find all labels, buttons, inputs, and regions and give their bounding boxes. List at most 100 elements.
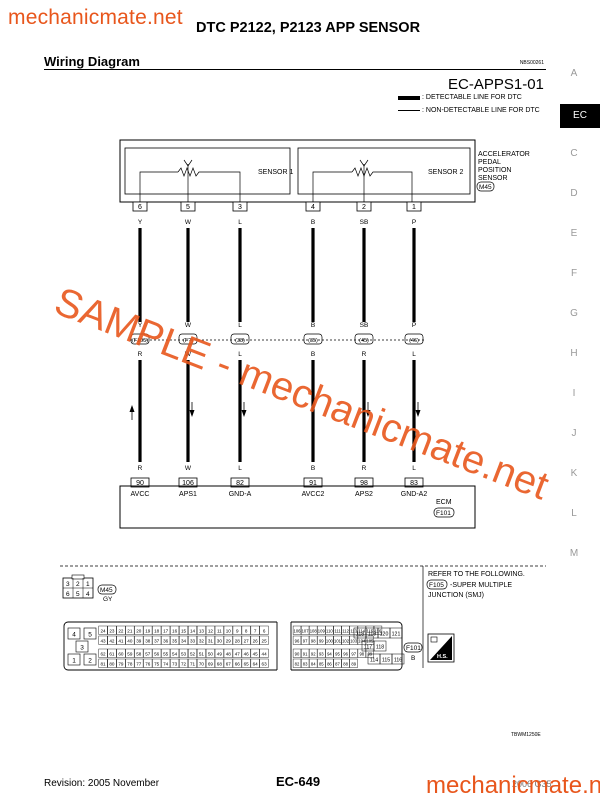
ecm-pin: 82 bbox=[295, 662, 300, 667]
ecm-extra-pin: 116 bbox=[394, 658, 402, 664]
ecm-pin: 58 bbox=[136, 652, 142, 657]
sensor-pin-box bbox=[232, 201, 248, 212]
ecm-pin: 24 bbox=[100, 629, 106, 634]
side-index-j[interactable]: J bbox=[571, 428, 577, 439]
side-index-i[interactable]: I bbox=[572, 388, 576, 399]
side-index-k[interactable]: K bbox=[570, 468, 578, 479]
wire-color-mid: SB bbox=[360, 322, 369, 329]
ecm-pin: 48 bbox=[226, 652, 232, 657]
ecm-pin-cell bbox=[98, 648, 108, 658]
wire-color-lower: L bbox=[238, 351, 242, 358]
ecm-pin-cell bbox=[223, 625, 233, 635]
ecm-pin: 16 bbox=[172, 629, 178, 634]
ecm-extra-pin: 118 bbox=[356, 632, 364, 638]
wire-color-lower: R bbox=[138, 351, 143, 358]
ecm-pin-cell bbox=[125, 635, 135, 645]
ecm-pin: 34 bbox=[181, 639, 187, 644]
ecm-face-code: F101 bbox=[406, 645, 421, 652]
ecm-extra-pin: 118 bbox=[376, 645, 384, 651]
ecm-pin-cell bbox=[333, 625, 342, 635]
ecm-pin: 112 bbox=[342, 629, 349, 634]
ecm-pin: 23 bbox=[109, 629, 115, 634]
sensor-outer-box bbox=[119, 139, 476, 203]
ecm-pin: 29 bbox=[226, 639, 232, 644]
section-title: Wiring Diagram bbox=[44, 54, 140, 69]
side-index-f[interactable]: F bbox=[570, 268, 578, 279]
side-index-ec[interactable]: EC bbox=[560, 104, 600, 128]
ecm-pin: 98 bbox=[311, 639, 316, 644]
ecm-pin-cell bbox=[223, 658, 233, 668]
ecm-pin: 68 bbox=[217, 662, 223, 667]
ecm-pin-cell bbox=[232, 635, 242, 645]
ecm-pin-cell bbox=[223, 635, 233, 645]
side-index-a[interactable]: A bbox=[570, 68, 578, 79]
side-index-g[interactable]: G bbox=[570, 308, 578, 319]
ecm-pin: 85 bbox=[319, 662, 324, 667]
ecm-pin: 39 bbox=[136, 639, 142, 644]
ecm-pin-cell bbox=[107, 658, 117, 668]
ecm-pin-cell bbox=[170, 658, 180, 668]
side-index-e[interactable]: E bbox=[570, 228, 578, 239]
legend-non-detectable: : NON-DETECTABLE LINE FOR DTC bbox=[422, 107, 540, 114]
ecm-pin: 45 bbox=[253, 652, 259, 657]
ecm-pin-box bbox=[230, 477, 250, 488]
small-pin-3: 3 bbox=[66, 581, 70, 588]
wire-color-mid: W bbox=[185, 322, 192, 329]
ecm-connector-code: F101 bbox=[436, 510, 451, 517]
side-index-d[interactable]: D bbox=[570, 188, 578, 199]
ecm-pin-cell bbox=[196, 648, 206, 658]
ecm-big-pin: 4 bbox=[72, 632, 76, 639]
ecm-pin: 88 bbox=[343, 662, 348, 667]
side-index-l[interactable]: L bbox=[571, 508, 577, 519]
ecm-pin: 54 bbox=[172, 652, 178, 657]
side-index-h[interactable]: H bbox=[570, 348, 578, 359]
ecm-pin-cell bbox=[317, 648, 326, 658]
signal-arrow-down bbox=[189, 410, 195, 417]
ecm-pin-cell bbox=[214, 658, 224, 668]
ecm-big-pin: 5 bbox=[88, 632, 92, 639]
ecm-extra-pin-cell bbox=[389, 627, 403, 639]
junction-label: (46) bbox=[409, 338, 419, 344]
sensor2-potentiometer bbox=[312, 159, 413, 202]
ecm-pin: 111 bbox=[334, 629, 341, 634]
ecm-pin-label: AVCC bbox=[131, 491, 150, 498]
ecm-pin: 10 bbox=[226, 629, 232, 634]
small-connector-face bbox=[62, 574, 94, 599]
ecm-pin-cell bbox=[241, 658, 251, 668]
ecm-pin-cell bbox=[179, 648, 189, 658]
ecm-pin-box bbox=[178, 477, 198, 488]
ecm-name: ECM bbox=[436, 499, 452, 506]
header-rule bbox=[44, 69, 546, 70]
ecm-pin: 42 bbox=[109, 639, 115, 644]
ecm-pin: 9 bbox=[236, 629, 239, 634]
ecm-pin: 28 bbox=[235, 639, 241, 644]
junction-badge bbox=[178, 333, 198, 345]
ecm-pin: 57 bbox=[145, 652, 151, 657]
ecm-pin: 92 bbox=[311, 652, 316, 657]
ecm-pin: 50 bbox=[208, 652, 214, 657]
ecm-pin-number: 82 bbox=[236, 480, 244, 487]
ecm-pin: 15 bbox=[181, 629, 187, 634]
ecm-pin: 25 bbox=[262, 639, 268, 644]
side-index-m[interactable]: M bbox=[569, 548, 579, 559]
ecm-pin: 38 bbox=[145, 639, 151, 644]
ecm-pin-cell bbox=[301, 658, 310, 668]
refer-code-badge bbox=[426, 579, 448, 590]
ecm-pin: 61 bbox=[109, 652, 115, 657]
ecm-pin-cell bbox=[292, 658, 302, 668]
refer-heading: REFER TO THE FOLLOWING. bbox=[428, 571, 525, 578]
ecm-pin: 43 bbox=[100, 639, 106, 644]
signal-arrow-up bbox=[129, 405, 135, 412]
side-index-c[interactable]: C bbox=[570, 148, 578, 159]
ecm-big-pin-box bbox=[67, 653, 81, 666]
ecm-box bbox=[119, 485, 476, 529]
sensor-pin-box bbox=[132, 201, 148, 212]
ecm-pin: 64 bbox=[253, 662, 259, 667]
ecm-pin: 62 bbox=[100, 652, 106, 657]
sensor-pin-number: 1 bbox=[412, 204, 416, 211]
ecm-pin-cell bbox=[134, 635, 144, 645]
ecm-big-pin-box bbox=[83, 627, 97, 640]
